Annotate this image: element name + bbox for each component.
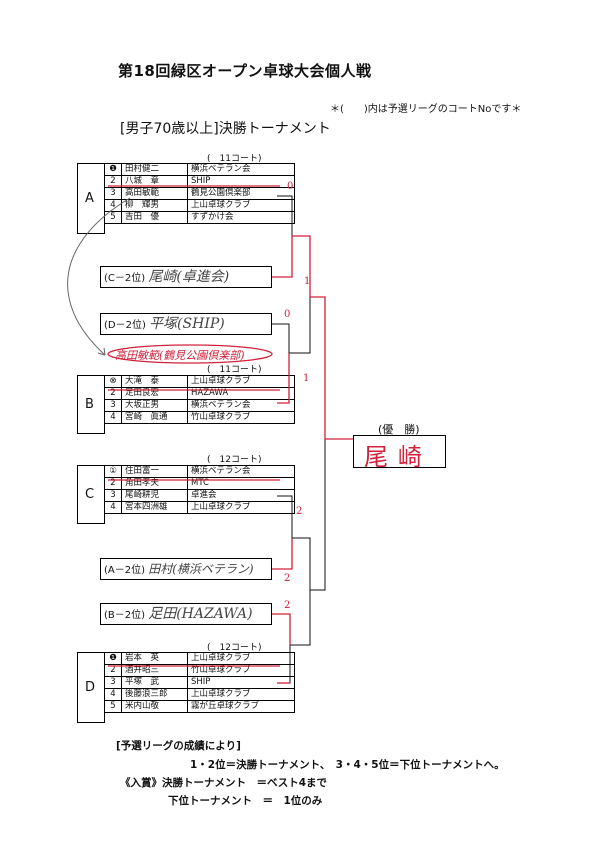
champion-name: 尾崎	[364, 443, 432, 471]
slot-a2: (A－2位) 田村(横浜ベテラン)	[100, 558, 272, 580]
group-c-court: ( 12コート)	[207, 455, 262, 465]
slot-d2-handwritten: 平塚(SHIP)	[149, 316, 225, 332]
slot-d2-label: (D－2位)	[104, 320, 146, 331]
score-d2: 0	[284, 309, 290, 320]
tournament-subtitle: [男子70歳以上]決勝トーナメント	[120, 121, 331, 137]
footer-heading: [予選リーグの成績により]	[116, 740, 241, 752]
group-b-label: B	[85, 397, 94, 412]
score-a2: 2	[284, 573, 290, 584]
group-a-court: ( 11コート)	[207, 154, 262, 164]
champion-label: (優 勝)	[378, 423, 420, 436]
slot-d2: (D－2位) 平塚(SHIP)	[100, 313, 272, 335]
group-d-court: ( 12コート)	[207, 643, 262, 653]
group-b-court: ( 11コート)	[207, 365, 262, 375]
slot-b2: (B－2位) 足田(HAZAWA)	[100, 603, 272, 625]
footer-line3: 下位トーナメント ＝ 1位のみ	[168, 795, 323, 807]
court-note: ＊( )内は予選リーグのコートNoです＊	[330, 104, 522, 115]
score-c2: 1	[304, 276, 310, 287]
slot-b2-label: (B－2位)	[104, 610, 146, 621]
slot-b2-handwritten: 足田(HAZAWA)	[148, 606, 253, 622]
group-c-label: C	[85, 487, 95, 502]
group-d-label: D	[85, 680, 96, 695]
champion-box: 尾崎	[353, 435, 446, 471]
slot-a2-label: (A－2位)	[104, 565, 146, 576]
score-a1: 0	[287, 181, 293, 192]
score-b2: 2	[284, 600, 290, 611]
group-a-label: A	[85, 191, 94, 206]
slot-a2-handwritten: 田村(横浜ベテラン)	[148, 562, 254, 576]
slot-c2-handwritten: 尾崎(卓進会)	[148, 269, 230, 285]
slot-c2-label: (C－2位)	[104, 273, 146, 284]
handwritten-note: 高田敏範(鶴見公園倶楽部)	[115, 349, 245, 362]
page-title: 第18回緑区オープン卓球大会個人戦	[118, 62, 372, 80]
footer-line2: 《入賞》決勝トーナメント ＝ベスト4まで	[120, 777, 328, 789]
footer-line1: 1・2位＝決勝トーナメント、 3・4・5位＝下位トーナメントへ。	[190, 759, 505, 771]
score-c1: 2	[296, 506, 302, 517]
score-b1: 1	[303, 373, 309, 384]
slot-c2: (C－2位) 尾崎(卓進会)	[100, 266, 272, 288]
